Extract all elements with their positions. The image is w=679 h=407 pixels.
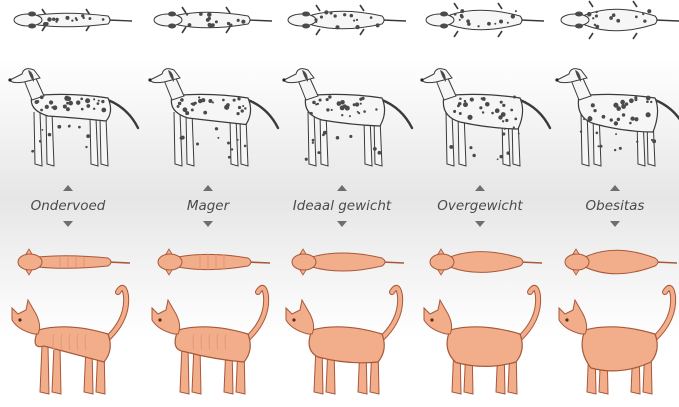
- dalmatian-top-view-icon: [561, 1, 679, 39]
- cat-side-view-icon: [559, 288, 673, 394]
- cat-side-view-icon: [152, 288, 266, 394]
- cat-top-view-icon: [18, 249, 130, 275]
- dalmatian-side-view-icon: [148, 69, 278, 166]
- cat-top-view-icon: [565, 249, 677, 275]
- up-arrow-icon: [610, 185, 620, 191]
- up-arrow-icon: [337, 185, 347, 191]
- cat-top-view-icon: [158, 249, 270, 275]
- dalmatian-top-view-icon: [288, 5, 406, 35]
- cat-side-view-icon: [12, 288, 126, 394]
- dalmatian-side-view-icon: [282, 69, 412, 166]
- cat-top-view-icon: [430, 249, 542, 275]
- dalmatian-side-view-icon: [8, 69, 138, 166]
- dalmatian-top-view-icon: [14, 9, 132, 31]
- up-arrow-icon: [63, 185, 73, 191]
- cat-side-view-icon: [424, 288, 538, 394]
- condition-label: Mager: [140, 198, 276, 214]
- up-arrow-icon: [475, 185, 485, 191]
- down-arrow-icon: [610, 221, 620, 227]
- down-arrow-icon: [203, 221, 213, 227]
- down-arrow-icon: [337, 221, 347, 227]
- cat-top-view-icon: [292, 249, 404, 275]
- condition-label: Obesitas: [547, 198, 679, 214]
- dalmatian-top-view-icon: [426, 3, 544, 37]
- dalmatian-side-view-icon: [420, 69, 550, 166]
- condition-label: Ondervoed: [0, 198, 136, 214]
- up-arrow-icon: [203, 185, 213, 191]
- dalmatian-side-view-icon: [555, 69, 679, 166]
- down-arrow-icon: [63, 221, 73, 227]
- down-arrow-icon: [475, 221, 485, 227]
- cat-side-view-icon: [286, 288, 400, 394]
- condition-label: Ideaal gewicht: [274, 198, 410, 214]
- dalmatian-top-view-icon: [154, 7, 272, 33]
- condition-label: Overgewicht: [412, 198, 548, 214]
